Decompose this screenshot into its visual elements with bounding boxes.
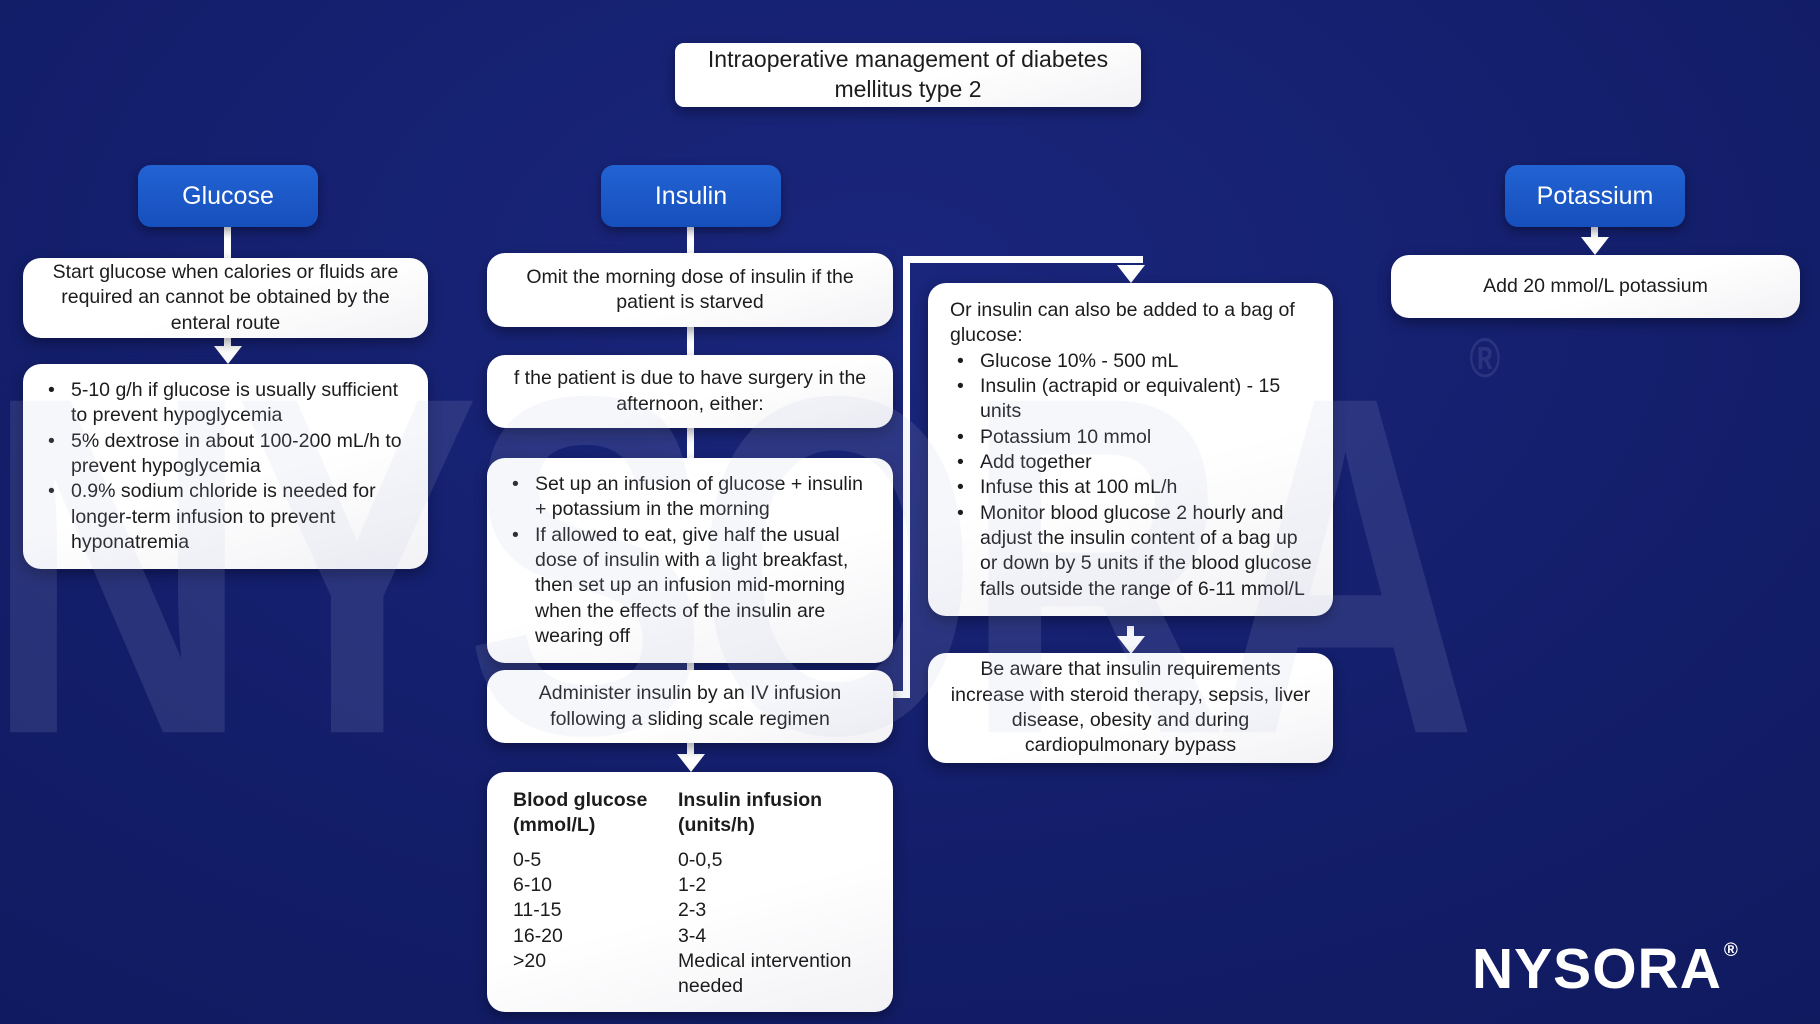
list-item: Insulin (actrapid or equivalent) - 15 un… [950,374,1313,425]
insulin-options-list: Set up an infusion of glucose + insulin … [487,458,893,663]
insulin-afternoon-box: f the patient is due to have surgery in … [487,355,893,428]
registered-mark-icon: ® [1723,940,1739,961]
connector-line [687,226,694,255]
insulin-omit-box: Omit the morning dose of insulin if the … [487,253,893,327]
glucose-header-pill: Glucose [138,165,318,227]
connector-line [687,742,694,756]
elbow-connector-horizontal [903,256,1143,263]
list-item: Set up an infusion of glucose + insulin … [503,472,873,523]
list-item: 5% dextrose in about 100-200 mL/h to pre… [39,429,408,480]
table-cell: 2-3 [678,899,707,922]
table-cell: 1-2 [678,874,707,897]
alternative-intro: Or insulin can also be added to a bag of… [950,299,1295,347]
insulin-administer-box: Administer insulin by an IV infusion fol… [487,670,893,743]
glucose-details-box: 5-10 g/h if glucose is usually sufficien… [23,364,428,570]
table-header: Blood glucose (mmol/L) [513,789,648,837]
potassium-add-box: Add 20 mmol/L potassium [1391,255,1800,318]
table-cell: 6-10 [513,874,553,897]
sliding-scale-table-box: Blood glucose (mmol/L) Insulin infusion … [487,772,893,1012]
table-cell: 11-15 [513,899,562,922]
list-item: 0.9% sodium chloride is needed for longe… [39,479,408,555]
table-cell: 0-0,5 [678,848,723,871]
table-cell: 3-4 [678,924,707,947]
potassium-header-pill: Potassium [1505,165,1685,227]
connector-line [224,226,231,259]
logo-text: NYSORA [1472,937,1722,1001]
table-cell: >20 [513,950,547,973]
list-item: Add together [950,450,1313,476]
registered-mark-icon: ® [1469,326,1501,389]
table-cell: Medical intervention needed [678,950,852,998]
table-cell: 16-20 [513,924,563,947]
alternative-bullet-list: Glucose 10% - 500 mL Insulin (actrapid o… [950,349,1313,602]
connector-line [1127,626,1134,638]
list-item: 5-10 g/h if glucose is usually sufficien… [39,378,408,429]
insulin-header-pill: Insulin [601,165,781,227]
list-item: If allowed to eat, give half the usual d… [503,523,873,650]
connector-line [1591,227,1598,239]
list-item: Monitor blood glucose 2 hourly and adjus… [950,501,1313,602]
elbow-connector-stub [886,691,910,698]
glucose-bullet-list: 5-10 g/h if glucose is usually sufficien… [23,364,428,569]
table-cell: 0-5 [513,848,542,871]
list-item: Potassium 10 mmol [950,425,1313,451]
alternative-bag-box: Or insulin can also be added to a bag of… [928,283,1333,617]
list-item: Infuse this at 100 mL/h [950,475,1313,501]
down-arrow-icon [1117,265,1145,283]
down-arrow-icon [1117,636,1145,654]
nysora-logo: NYSORA® [1472,936,1739,1002]
down-arrow-icon [214,346,242,364]
down-arrow-icon [1581,237,1609,255]
elbow-connector-vertical [903,256,910,698]
insulin-warning-box: Be aware that insulin requirements incre… [928,653,1333,763]
connector-line [687,427,694,460]
down-arrow-icon [677,754,705,772]
sliding-scale-table: Blood glucose (mmol/L) Insulin infusion … [487,772,893,1012]
insulin-options-box: Set up an infusion of glucose + insulin … [487,458,893,664]
list-item: Glucose 10% - 500 mL [950,349,1313,375]
table-header: Insulin infusion (units/h) [678,789,823,837]
page-title: Intraoperative management of diabetes me… [675,43,1141,107]
connector-line [224,338,231,348]
glucose-start-box: Start glucose when calories or fluids ar… [23,258,428,338]
connector-line [687,326,694,357]
